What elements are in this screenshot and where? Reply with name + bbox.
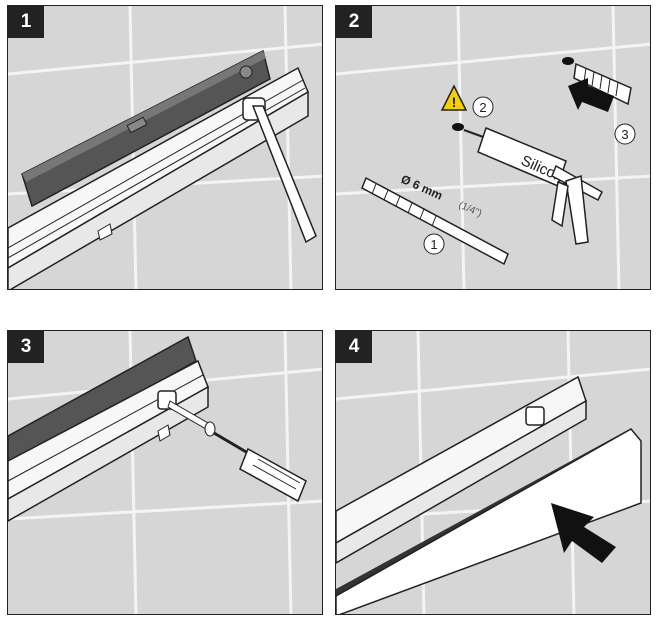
step-number-badge: 1	[8, 6, 44, 38]
screwdriver-handle	[239, 447, 307, 503]
step-2-panel: 2 3 ! 2 Silicone	[335, 5, 651, 290]
spirit-level-top	[22, 51, 266, 182]
step-1-panel: 1	[7, 5, 323, 290]
step-number-badge: 2	[336, 6, 372, 38]
rail-slot	[525, 406, 545, 426]
warning-icon	[440, 84, 468, 111]
mounting-rail-lip	[8, 90, 309, 289]
drill-hole	[562, 57, 574, 65]
step-number-badge: 3	[8, 331, 44, 363]
step-3-panel: 3	[7, 330, 323, 615]
silicone-callout: 2	[479, 100, 486, 115]
drill-hole	[452, 123, 464, 131]
callout-circle-1	[423, 233, 445, 255]
drill-diameter-label: Ø 6 mm	[399, 172, 445, 203]
drill-fraction-label: (1/4")	[457, 200, 484, 220]
washer	[204, 421, 216, 437]
push-arrow-icon	[551, 503, 616, 563]
rail-tab	[97, 223, 113, 241]
mounting-rail-lip	[336, 399, 587, 564]
step-number-badge: 4	[336, 331, 372, 363]
spirit-level	[8, 335, 197, 467]
drill-callout: 1	[430, 237, 437, 252]
callout-circle-2	[472, 96, 494, 118]
mounting-rail-lip	[8, 385, 209, 522]
callout-circle-3	[614, 123, 636, 145]
anchor-callout: 3	[621, 127, 628, 142]
step-4-panel: 4	[335, 330, 651, 615]
svg-text:!: !	[452, 94, 457, 110]
caulk-gun-trigger	[551, 180, 569, 228]
level-vial	[126, 116, 148, 134]
pencil-holder	[251, 105, 317, 244]
caulk-gun-handle	[565, 174, 589, 245]
arrow-icon	[568, 78, 614, 112]
rail-tab	[157, 424, 171, 442]
cover-strip	[336, 428, 642, 614]
level-vial-round	[239, 65, 253, 79]
